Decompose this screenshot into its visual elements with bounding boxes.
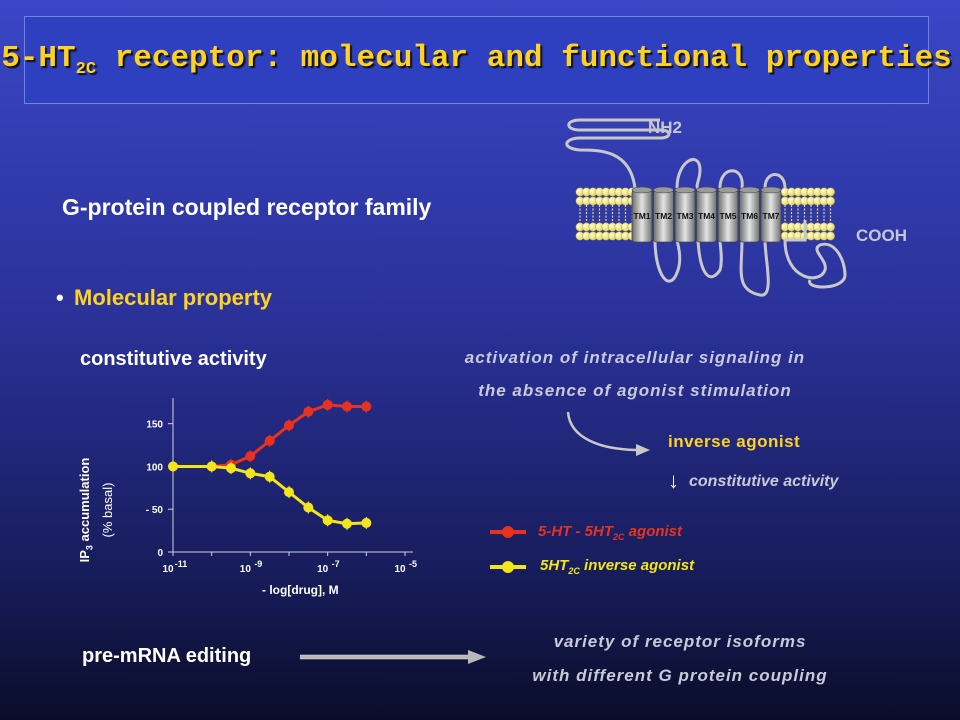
data-point [322,399,333,410]
tm-label: TM1 [634,211,651,221]
cooh-label: COOH [856,226,907,245]
lipid-bilayer [575,187,835,241]
x-tick-exponent: -7 [332,559,340,569]
tm-label: TM5 [720,211,737,221]
data-point [264,435,275,446]
data-point [284,420,294,431]
intracellular-loop-1 [653,239,682,283]
y-tick-label: 100 [146,462,163,473]
intracellular-loop-3 [739,239,770,297]
data-point [342,401,352,412]
data-point [168,461,178,472]
data-point [342,518,352,529]
y-tick-label: 150 [146,420,163,431]
extracellular-loop-1 [675,158,702,190]
data-point [284,487,294,498]
y-tick-label: - 50 [146,505,164,516]
data-point [245,451,256,462]
tm-label: TM4 [698,211,715,221]
x-axis-label: - log[drug], M [262,583,339,597]
gpcr-family-heading: G-protein coupled receptor family [62,194,432,220]
tm-helix-2: TM2 [653,186,674,243]
nh2-label: NH2 [648,118,683,137]
activation-line-1: activation of intracellular signaling in [464,348,806,367]
lipid-head [826,222,835,232]
pre-mrna-heading: pre-mRNA editing [82,645,252,667]
tm-label: TM7 [763,211,780,221]
transmembrane-helices: TM1 TM2 TM3 TM4 TM5 TM6 TM7 [631,186,782,243]
tm-label: TM3 [677,211,694,221]
lipid-head [826,231,835,241]
constitutive-activity-heading: constitutive activity [80,348,267,370]
data-point [361,401,372,412]
receptor-diagram: TM1 TM2 TM3 TM4 TM5 TM6 TM7 [565,118,847,297]
c-terminus-chain [783,239,847,289]
data-point [226,463,236,474]
x-tick-label: 10 [394,564,406,575]
data-point [322,515,333,526]
tm-helix-7: TM7 [760,186,782,243]
data-point [206,461,217,472]
tm-helix-1: TM1 [631,186,653,243]
slide-title: 5-HT2C receptor: molecular and functiona… [1,40,952,80]
x-tick-exponent: -5 [409,559,417,569]
c-terminus-tail [785,220,807,242]
data-point [264,471,275,482]
down-arrow-icon: ↓ [668,468,679,493]
legend-agonist-label: 5-HT - 5HT2C agonist [538,523,683,542]
x-tick-exponent: -9 [254,559,262,569]
lipid-head [826,187,835,197]
bullet: • [56,285,64,310]
tm-label: TM6 [741,211,758,221]
data-point [361,517,372,528]
x-tick-label: 10 [240,564,252,575]
lipid-head [826,196,835,206]
variety-line-2: with different G protein coupling [532,666,828,685]
molecular-property-heading: Molecular property [74,285,273,310]
variety-line-1: variety of receptor isoforms [553,632,807,651]
curved-arrow [566,411,650,456]
extracellular-loop-2 [718,169,744,189]
activation-line-2: the absence of agonist stimulation [478,381,792,400]
data-point [303,502,314,513]
x-tick-exponent: -11 [175,559,188,569]
tm-helix-3: TM3 [674,186,696,243]
legend-inverse-label: 5HT2C inverse agonist [540,557,695,576]
legend-agonist-marker [502,526,514,538]
n-terminus-chain [565,118,671,189]
tm-label: TM2 [655,211,672,221]
constitutive-activity-small: constitutive activity [689,473,839,490]
intracellular-loop-2 [696,239,723,279]
data-point [245,468,256,479]
legend-inverse-marker [502,561,514,573]
inverse-agonist-label: inverse agonist [668,432,801,451]
series-line-1 [173,403,367,468]
title-box: 5-HT2C receptor: molecular and functiona… [1,16,952,104]
x-tick-label: 10 [162,564,174,575]
y-tick-label: 0 [157,548,163,559]
right-arrow [300,650,486,664]
tm-helix-6: TM6 [739,186,760,243]
y-axis-label: IP3 accumulation (% basal) [77,457,115,563]
tm-helix-4: TM4 [696,186,717,243]
x-tick-label: 10 [317,564,329,575]
data-point [303,406,314,417]
tm-helix-5: TM5 [717,186,739,243]
extracellular-loop-3 [763,173,787,189]
series-line-2 [173,464,367,526]
